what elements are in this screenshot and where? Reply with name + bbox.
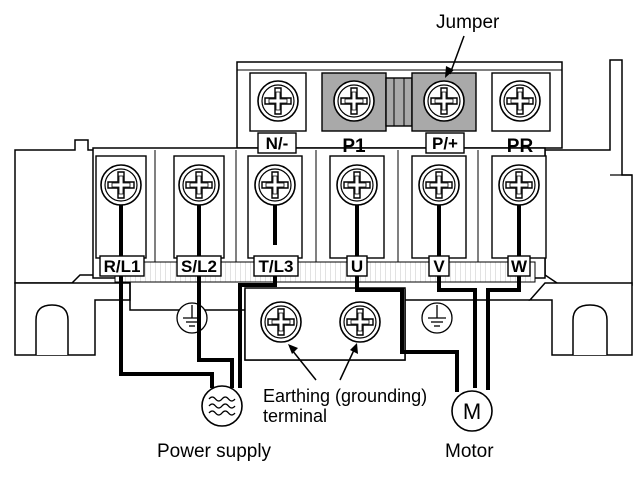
earthing-label-line1: Earthing (grounding)	[263, 386, 427, 406]
phillips-screw-icon	[498, 164, 540, 206]
phillips-screw-icon	[423, 80, 465, 122]
phillips-screw-icon	[100, 164, 142, 206]
svg-text:W: W	[511, 257, 528, 276]
wire-r-l1	[119, 205, 214, 388]
motor-icon: M	[451, 390, 493, 432]
svg-text:P1: P1	[342, 136, 366, 157]
upper-label-pr: PR	[507, 136, 534, 157]
phillips-screw-icon	[336, 164, 378, 206]
earthing-label-line2: terminal	[263, 406, 327, 426]
earth-ground-icon	[421, 302, 453, 334]
svg-text:S/L2: S/L2	[181, 257, 217, 276]
svg-text:R/L1: R/L1	[104, 257, 141, 276]
terminal-label-v: V	[428, 255, 450, 277]
svg-text:PR: PR	[507, 136, 534, 157]
phillips-screw-icon	[418, 164, 460, 206]
lower-labels: R/L1 S/L2 T/L3 U V W	[99, 255, 531, 277]
svg-text:N/-: N/-	[266, 134, 289, 153]
motor-symbol: M	[463, 399, 481, 424]
phillips-screw-icon	[499, 80, 541, 122]
phillips-screw-icon	[339, 301, 381, 343]
terminal-label-t-l3: T/L3	[253, 255, 299, 277]
jumper-label: Jumper	[436, 12, 500, 33]
wire-s-l2	[197, 205, 234, 388]
terminal-label-r-l1: R/L1	[99, 255, 145, 277]
wire-v	[437, 205, 477, 388]
svg-text:T/L3: T/L3	[259, 257, 294, 276]
phillips-screw-icon	[257, 80, 299, 122]
svg-text:V: V	[433, 257, 445, 276]
svg-text:P/+: P/+	[432, 134, 458, 153]
wire-t-l3	[238, 205, 277, 388]
upper-label-n-minus: N/-	[257, 132, 297, 154]
ac-source-icon	[201, 385, 243, 427]
wire-w	[486, 205, 521, 390]
upper-label-p-plus: P/+	[425, 132, 465, 154]
upper-terminal-row: N/- P1 P/+ PR	[249, 72, 551, 157]
terminal-label-u: U	[346, 255, 368, 277]
phillips-screw-icon	[178, 164, 220, 206]
phillips-screw-icon	[333, 80, 375, 122]
power-supply-label: Power supply	[157, 441, 272, 462]
jumper-bar	[385, 77, 413, 127]
jumper-callout: Jumper	[436, 12, 500, 78]
earth-ground-icon	[176, 302, 208, 334]
terminal-label-w: W	[507, 255, 531, 277]
earthing-callout: Earthing (grounding) terminal	[263, 343, 427, 426]
upper-label-p1: P1	[342, 136, 366, 157]
terminal-label-s-l2: S/L2	[176, 255, 222, 277]
motor-label: Motor	[445, 441, 494, 462]
svg-text:U: U	[351, 257, 363, 276]
phillips-screw-icon	[260, 301, 302, 343]
phillips-screw-icon	[254, 164, 296, 206]
